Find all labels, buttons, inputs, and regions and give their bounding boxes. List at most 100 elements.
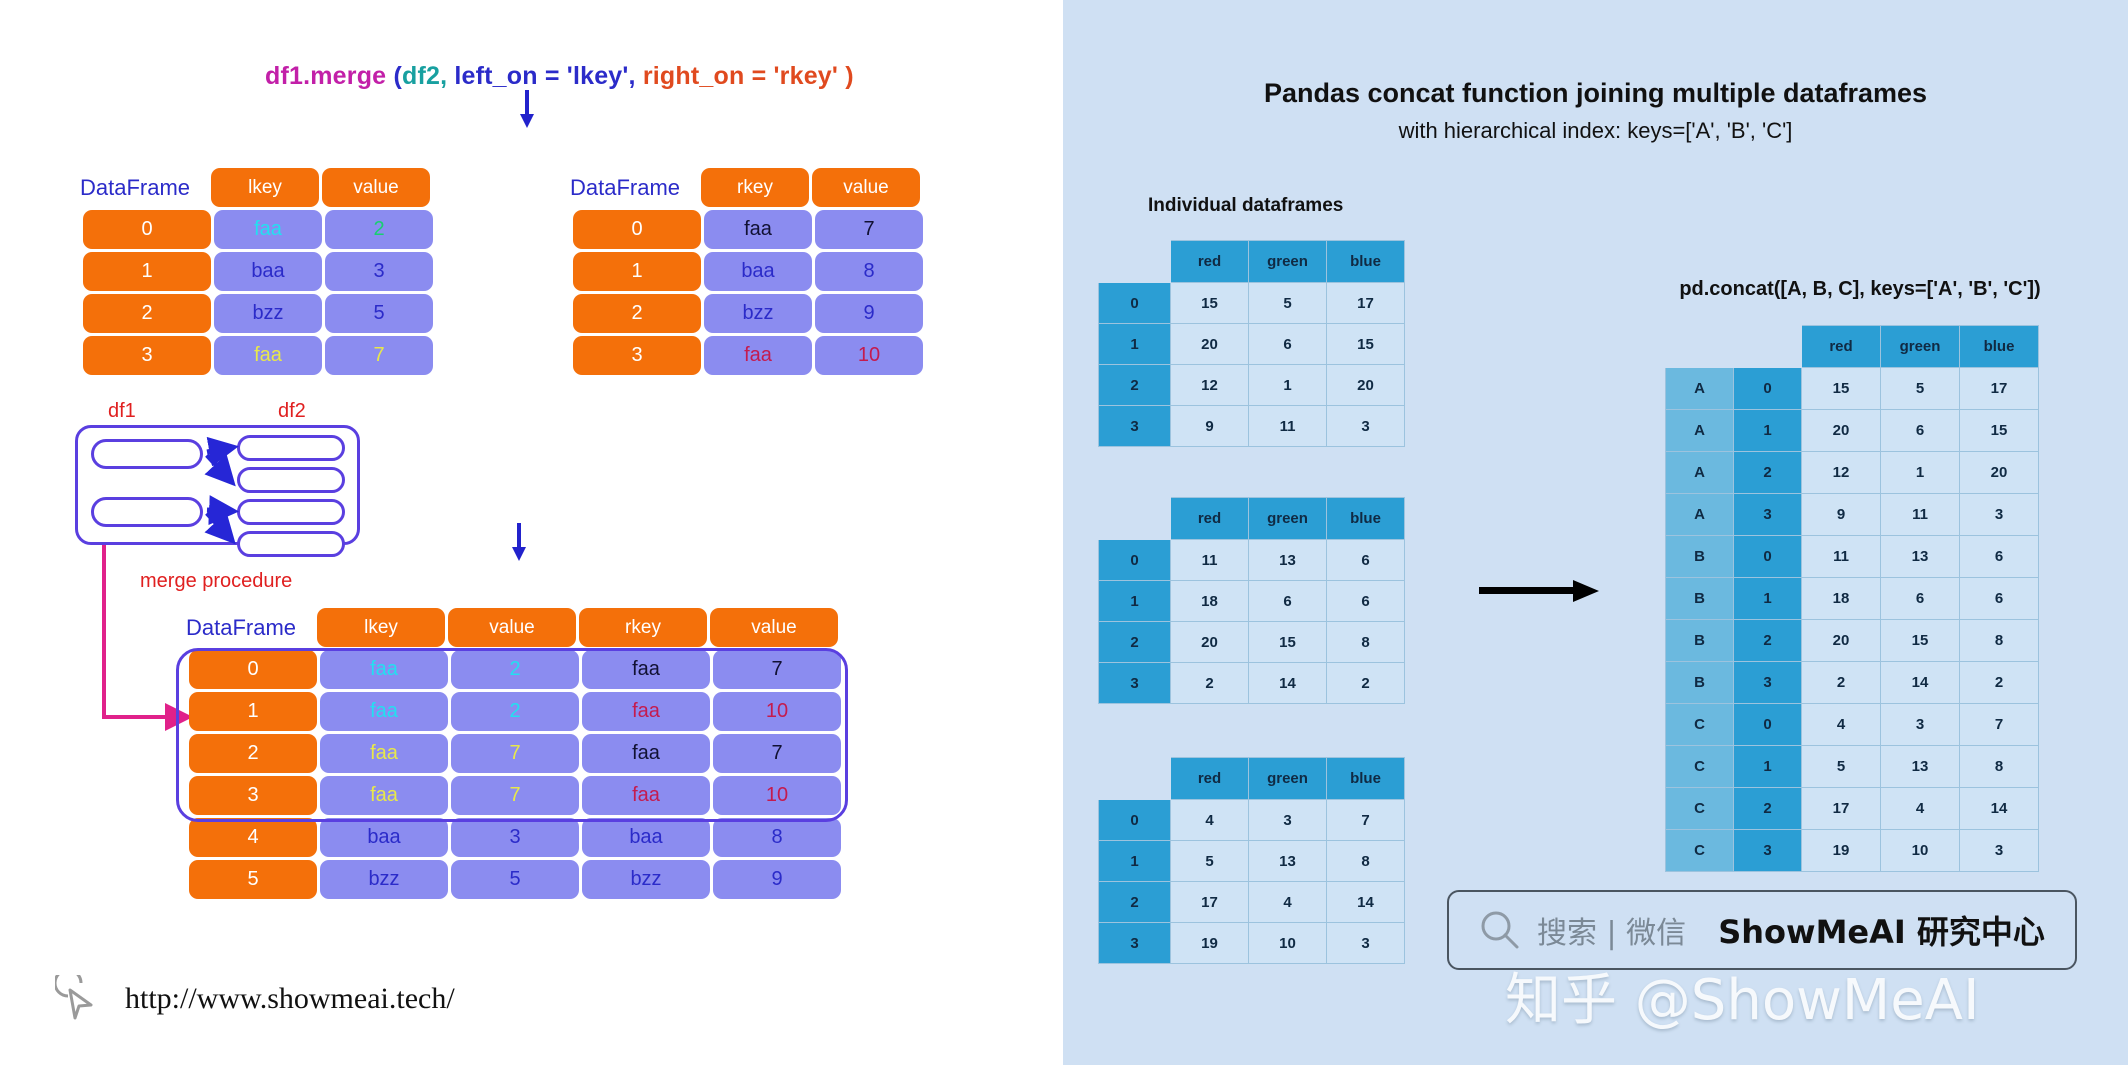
wechat-search-label: 搜索 | 微信 (1537, 916, 1687, 951)
merge-signature-part-0: df1.merge (265, 62, 387, 90)
concat-cell-r3-c1: 11 (1880, 493, 1960, 536)
row-index: 1 (189, 692, 317, 731)
grid-cell-r1-c1: 6 (1248, 580, 1327, 622)
row-index: 3 (83, 336, 211, 375)
cell-r2-c1: 9 (815, 294, 923, 333)
cell-r5-c3: 9 (713, 860, 841, 899)
concat-key-level: B (1665, 535, 1734, 578)
concat-key-level: C (1665, 829, 1734, 872)
concat-cell-r11-c1: 10 (1880, 829, 1960, 872)
grid-cell-r3-c1: 14 (1248, 662, 1327, 704)
cell-r3-c2: faa (582, 776, 710, 815)
grid-cell-r1-c1: 13 (1248, 840, 1327, 882)
row-index: 2 (573, 294, 701, 333)
column-header-value-1: value (448, 608, 576, 647)
cell-r1-c0: baa (704, 252, 812, 291)
concat-key-level: A (1665, 451, 1734, 494)
df1-slot-1 (91, 439, 203, 469)
grid-row-index: 3 (1098, 922, 1171, 964)
cell-r4-c2: baa (582, 818, 710, 857)
cell-r4-c3: 8 (713, 818, 841, 857)
concat-cell-r5-c0: 18 (1801, 577, 1881, 620)
merge-procedure-diagram (75, 425, 360, 557)
row-index: 3 (573, 336, 701, 375)
site-url[interactable]: http://www.showmeai.tech/ (125, 982, 455, 1015)
grid-cell-r3-c2: 3 (1326, 922, 1405, 964)
cell-r2-c1: 7 (451, 734, 579, 773)
grid-column-header-red: red (1170, 240, 1249, 283)
cell-r4-c1: 3 (451, 818, 579, 857)
cell-r3-c0: faa (320, 776, 448, 815)
cell-r3-c0: faa (704, 336, 812, 375)
concat-key-level: C (1665, 745, 1734, 788)
cell-r2-c0: bzz (214, 294, 322, 333)
individual-dataframes-label: Individual dataframes (1148, 195, 1344, 216)
concat-cell-r11-c0: 19 (1801, 829, 1881, 872)
concat-call-title: pd.concat([A, B, C], keys=['A', 'B', 'C'… (1679, 278, 2041, 300)
cell-r1-c1: 8 (815, 252, 923, 291)
grid-column-header-blue: blue (1326, 497, 1405, 540)
concat-key-level: C (1665, 787, 1734, 830)
df2-slot-1 (237, 435, 345, 461)
proc-df1-label: df1 (108, 400, 136, 422)
concat-index-level: 0 (1733, 367, 1802, 410)
grid-cell-r1-c0: 20 (1170, 323, 1249, 365)
concat-key-level: A (1665, 493, 1734, 536)
grid-column-header-green: green (1248, 240, 1327, 283)
merge-signature-part-2: df2, (401, 62, 448, 90)
concat-cell-r11-c2: 3 (1959, 829, 2039, 872)
df2-slot-3 (237, 499, 345, 525)
concat-key-level: A (1665, 367, 1734, 410)
left-panel-merge: df1.merge (df2, left_on = 'lkey', right_… (0, 0, 1063, 1065)
cell-r2-c2: faa (582, 734, 710, 773)
concat-cell-r4-c2: 6 (1959, 535, 2039, 578)
cell-r0-c1: 7 (815, 210, 923, 249)
brand-label: ShowMeAI 研究中心 (1718, 913, 2045, 951)
row-index: 3 (189, 776, 317, 815)
arrow-down-middle (512, 523, 526, 563)
grid-row-index: 0 (1098, 539, 1171, 581)
grid-corner (1098, 497, 1171, 540)
grid-cell-r0-c0: 11 (1170, 539, 1249, 581)
column-header-rkey-2: rkey (579, 608, 707, 647)
cursor-icon (55, 975, 93, 1020)
grid-cell-r0-c1: 13 (1248, 539, 1327, 581)
cell-r0-c3: 7 (713, 650, 841, 689)
cell-r0-c1: 2 (325, 210, 433, 249)
concat-cell-r1-c0: 20 (1801, 409, 1881, 452)
cell-r0-c0: faa (214, 210, 322, 249)
grid-row-index: 2 (1098, 621, 1171, 663)
grid-cell-r2-c2: 20 (1326, 364, 1405, 406)
grid-cell-r2-c1: 15 (1248, 621, 1327, 663)
concat-cell-r10-c1: 4 (1880, 787, 1960, 830)
concat-index-level: 3 (1733, 493, 1802, 536)
merge-signature-part-3: left_on = 'lkey', (447, 62, 636, 90)
grid-cell-r2-c2: 8 (1326, 621, 1405, 663)
grid-cell-r3-c1: 11 (1248, 405, 1327, 447)
cell-r2-c1: 5 (325, 294, 433, 333)
concat-index-level: 2 (1733, 619, 1802, 662)
